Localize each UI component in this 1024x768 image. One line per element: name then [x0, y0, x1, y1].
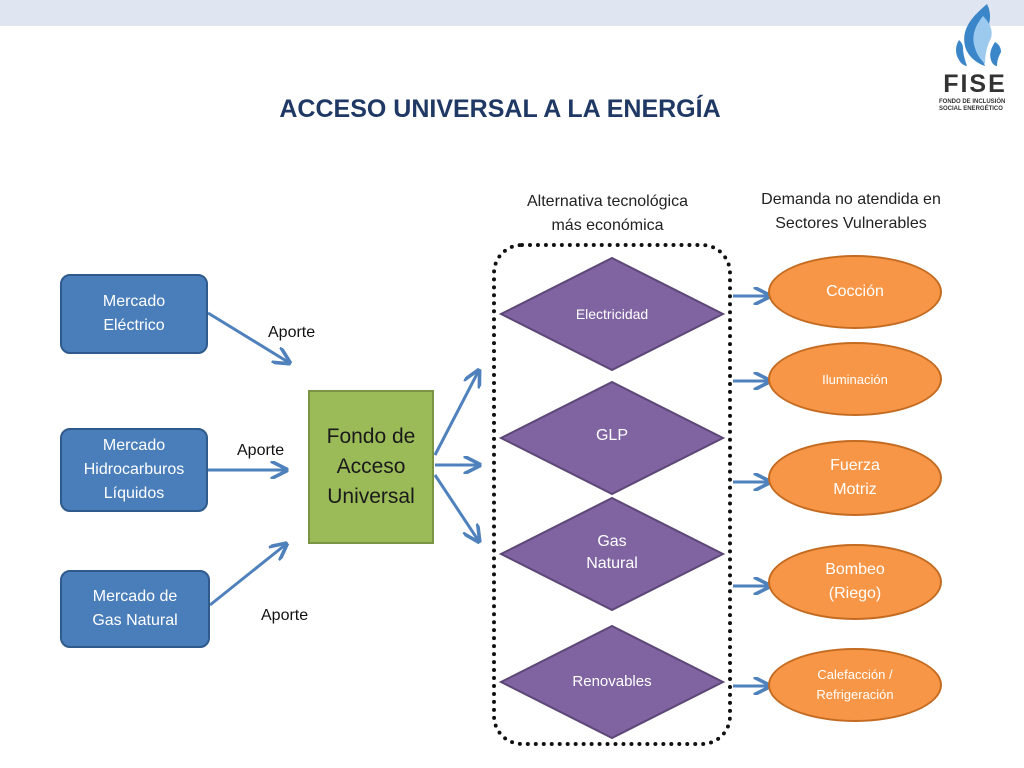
arrow-fondo-up	[433, 372, 478, 456]
tech-gas-natural-label: Gas Natural	[499, 531, 725, 575]
tech-gas-natural: Gas Natural	[499, 496, 725, 612]
page-title: ACCESO UNIVERSAL A LA ENERGÍA	[279, 95, 721, 123]
demand-bombeo-line2: (Riego)	[828, 585, 882, 602]
tech-electricidad-label: Electricidad	[575, 306, 649, 322]
tech-glp: GLP	[499, 380, 725, 496]
logo-subtitle: FONDO DE INCLUSIÓN SOCIAL ENERGÉTICO	[939, 99, 1019, 113]
logo-subtitle-line2: SOCIAL ENERGÉTICO	[939, 106, 1003, 112]
demand-calefaccion-line2: Refrigeración	[816, 687, 894, 702]
header-alternativa-line1: Alternativa tecnológica	[527, 193, 688, 210]
header-demanda: Demanda no atendida en Sectores Vulnerab…	[740, 188, 962, 236]
market-electrico-line2: Eléctrico	[103, 317, 165, 334]
demand-coccion-label: Cocción	[826, 283, 884, 300]
market-hidrocarburos: Mercado Hidrocarburos Líquidos	[60, 428, 208, 512]
market-hidrocarburos-line1: Mercado	[102, 437, 166, 454]
tech-glp-label: GLP	[595, 427, 628, 444]
demand-fuerza-line2: Motriz	[833, 481, 877, 498]
top-banner	[0, 0, 1024, 26]
aporte-label-2: Aporte	[237, 442, 285, 459]
diamond-shape	[499, 256, 725, 372]
demand-iluminacion: Iluminación	[768, 342, 942, 416]
diamond-shape	[499, 624, 725, 740]
market-gas-line1: Mercado de	[92, 588, 178, 605]
demand-calefaccion: Calefacción / Refrigeración	[768, 648, 942, 722]
demand-coccion: Cocción	[768, 255, 942, 329]
diamond-shape	[499, 496, 725, 612]
tech-renovables-label: Renovables	[572, 673, 652, 690]
demand-fuerza-line1: Fuerza	[830, 457, 880, 474]
header-alternativa-line2: más económica	[551, 217, 664, 234]
market-hidrocarburos-line2: Hidrocarburos	[83, 461, 185, 478]
tech-renovables: Renovables	[499, 624, 725, 740]
demand-fuerza-motriz: Fuerza Motriz	[768, 440, 942, 516]
fondo-acceso-universal: Fondo de Acceso Universal	[308, 390, 434, 544]
tech-gas-line2: Natural	[586, 555, 638, 572]
arrow-electrico-to-fondo	[207, 311, 288, 362]
demand-bombeo-line1: Bombeo	[825, 561, 885, 578]
demand-iluminacion-label: Iluminación	[822, 371, 888, 387]
market-gas-natural: Mercado de Gas Natural	[60, 570, 210, 648]
aporte-label-3: Aporte	[261, 607, 309, 624]
market-electrico-line1: Mercado	[102, 293, 166, 310]
header-demanda-line2: Sectores Vulnerables	[775, 215, 927, 232]
demand-bombeo: Bombeo (Riego)	[768, 544, 942, 620]
fise-logo: FISE FONDO DE INCLUSIÓN SOCIAL ENERGÉTIC…	[935, 2, 1015, 114]
flame-icon	[956, 4, 1001, 66]
logo-wordmark: FISE	[943, 70, 1007, 98]
aporte-label-1: Aporte	[268, 324, 316, 341]
header-alternativa: Alternativa tecnológica más económica	[500, 190, 715, 238]
technology-group-border	[492, 243, 732, 746]
fondo-line2: Acceso	[336, 455, 406, 478]
tech-gas-line1: Gas	[597, 533, 627, 550]
market-hidrocarburos-line3: Líquidos	[103, 485, 165, 502]
fondo-line3: Universal	[327, 485, 415, 508]
header-demanda-line1: Demanda no atendida en	[761, 191, 941, 208]
market-electrico: Mercado Eléctrico	[60, 274, 208, 354]
arrow-gas-to-fondo	[209, 545, 285, 607]
fondo-line1: Fondo de	[326, 425, 416, 448]
logo-subtitle-line1: FONDO DE INCLUSIÓN	[939, 99, 1006, 105]
market-gas-line2: Gas Natural	[92, 612, 178, 629]
arrow-fondo-down	[433, 474, 478, 540]
diamond-shape	[499, 380, 725, 496]
tech-electricidad: Electricidad	[499, 256, 725, 372]
demand-calefaccion-line1: Calefacción /	[817, 667, 893, 682]
